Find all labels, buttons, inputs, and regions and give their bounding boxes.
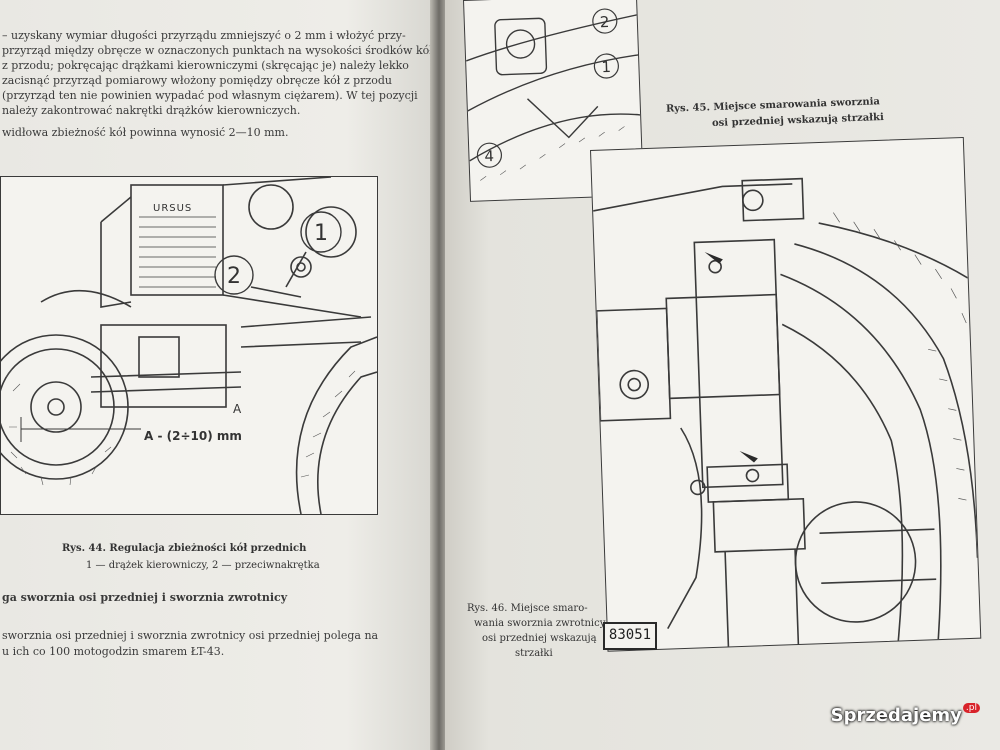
callout-2: 2 xyxy=(227,264,241,289)
caption-44-title: Rys. 44. Regulacja zbieżności kół przedn… xyxy=(62,543,307,554)
section-heading: ga sworznia osi przedniej i sworznia zwr… xyxy=(2,591,288,604)
callout-2: 2 xyxy=(600,13,610,31)
figure-code-stamp: 83051 xyxy=(603,622,657,650)
caption-46-line: Rys. 46. Miejsce smaro- xyxy=(467,603,588,614)
paragraph-line: widłowa zbieżność kół powinna wynosić 2—… xyxy=(2,126,289,139)
paragraph-line: (przyrząd ten nie powinien wypadać pod w… xyxy=(2,89,418,102)
tractor-front-drawing: 1 2 URSUS A - (2÷10) mm A xyxy=(1,177,377,514)
caption-46-line: strzałki xyxy=(515,648,553,659)
watermark-badge: .pl xyxy=(962,703,980,713)
body-line: u ich co 100 motogodzin smarem ŁT-43. xyxy=(2,645,225,658)
figure-46-steering-pin xyxy=(590,136,982,652)
callout-1: 1 xyxy=(314,221,328,246)
body-line: sworznia osi przedniej i sworznia zwrotn… xyxy=(2,629,379,642)
steering-knuckle-drawing xyxy=(592,177,979,647)
figure-44-tractor-front: 1 2 URSUS A - (2÷10) mm A xyxy=(0,176,378,515)
callout-4: 4 xyxy=(484,147,494,165)
callout-1: 1 xyxy=(601,58,611,76)
paragraph-line: – uzyskany wymiar długości przyrządu zmn… xyxy=(2,29,406,42)
book-gutter xyxy=(430,0,448,750)
dimension-label: A - (2÷10) mm xyxy=(144,429,242,443)
paragraph-line: z przodu; pokręcając drążkami kierownicz… xyxy=(2,59,409,72)
caption-46-line: wania sworznia zwrotnicy xyxy=(474,618,606,629)
caption-46-line: osi przedniej wskazują xyxy=(482,633,597,644)
axle-pin-drawing: 1 2 4 xyxy=(465,8,641,181)
figure-45-detail: 1 2 4 xyxy=(463,0,644,202)
paragraph-line: zacisnąć przyrząd pomiarowy włożony pomi… xyxy=(2,74,392,87)
watermark: Sprzedajemy .pl xyxy=(830,703,980,726)
caption-44-legend: 1 — drążek kierowniczy, 2 — przeciwnakrę… xyxy=(86,560,320,571)
paragraph-line: przyrząd między obręcze w oznaczonych pu… xyxy=(2,44,433,57)
brand-text: URSUS xyxy=(153,203,192,214)
left-page: – uzyskany wymiar długości przyrządu zmn… xyxy=(0,0,433,750)
paragraph-line: należy zakontrować nakrętki drążków kier… xyxy=(2,104,301,117)
letter-a: A xyxy=(233,402,242,416)
watermark-text: Sprzedajemy xyxy=(830,705,962,726)
